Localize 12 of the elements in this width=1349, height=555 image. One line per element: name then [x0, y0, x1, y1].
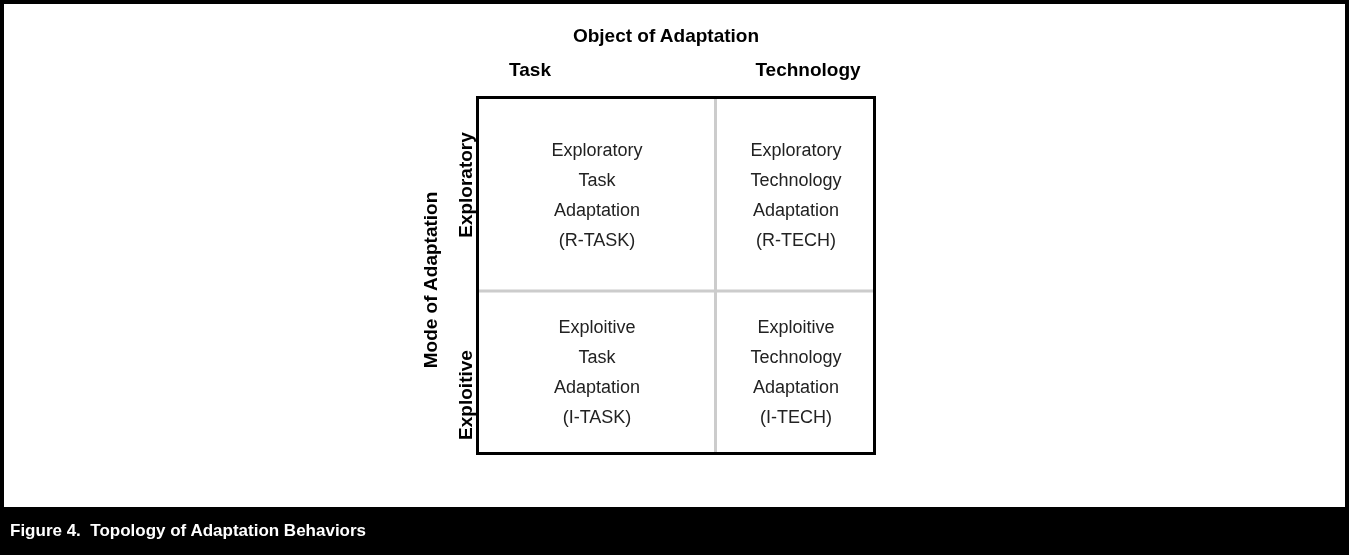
column-header: Technology [755, 59, 861, 81]
axis-title: Object of Adaptation [572, 25, 760, 47]
row-header: Exploitive [455, 350, 477, 440]
axis-title: Mode of Adaptation [420, 191, 442, 369]
matrix-cell: Exploratory Task Adaptation (R-TASK) [479, 99, 715, 290]
matrix-cell: Exploitive Technology Adaptation (I-TECH) [716, 292, 876, 452]
matrix-cell: Exploratory Technology Adaptation (R-TECH) [716, 99, 876, 290]
figure-caption: Figure 4. Topology of Adaptation Behaviors [10, 521, 367, 541]
matrix-grid [476, 96, 876, 455]
row-header: Exploratory [455, 132, 477, 238]
matrix-cell: Exploitive Task Adaptation (I-TASK) [479, 292, 715, 452]
column-header: Task [509, 59, 551, 81]
